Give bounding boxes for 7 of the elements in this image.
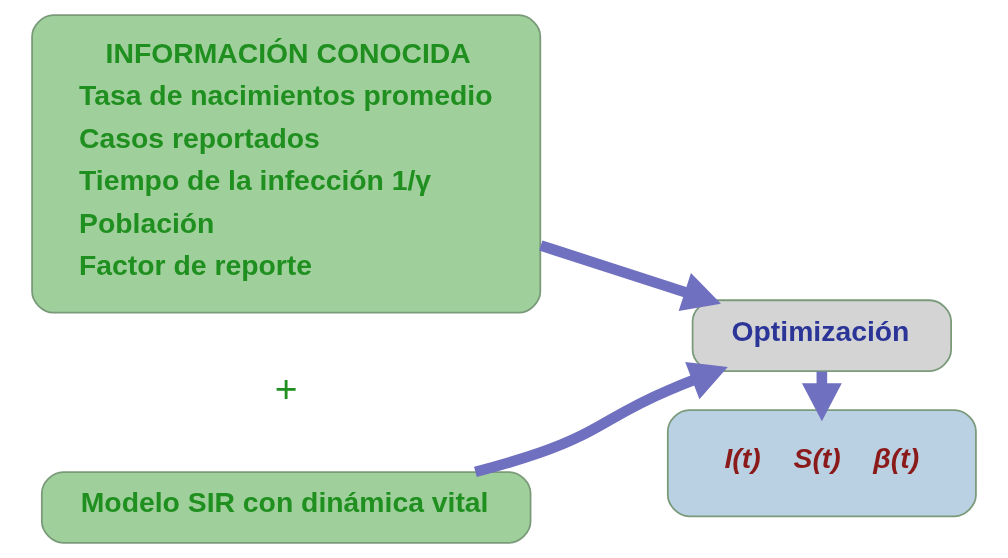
node-box: INFORMACIÓN CONOCIDA Tasa de nacimientos promedio Casos reportados Tiempo de la infección 1/γ Población Factor de reporte [31, 14, 542, 314]
arrow [539, 240, 721, 311]
node-box: Optimización [691, 299, 952, 372]
node-box: Modelo SIR con dinámica vital [40, 471, 532, 544]
node-box: I(t) S(t) β(t) [666, 409, 977, 518]
label: + [274, 367, 298, 411]
arrow [474, 361, 728, 478]
